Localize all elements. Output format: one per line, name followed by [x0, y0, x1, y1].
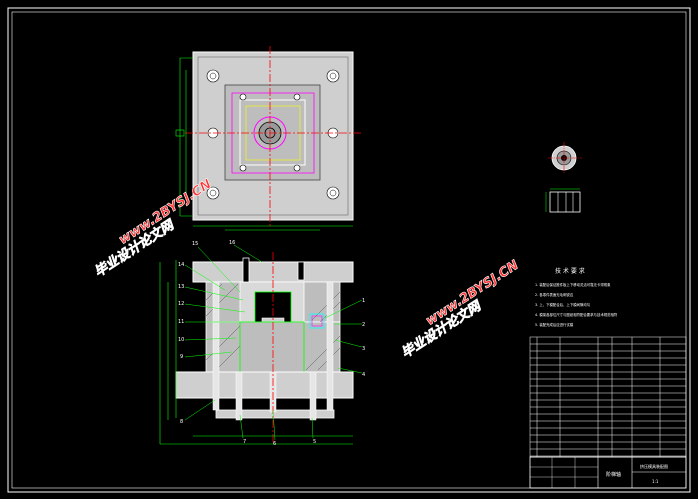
part-detail-view [545, 142, 582, 213]
part-label: 9 [180, 354, 183, 360]
part-label: 5 [313, 439, 316, 445]
part-label: 16 [229, 240, 235, 246]
drawing-subtitle: 挤压模具装配图 [640, 463, 668, 469]
part-label: 15 [192, 241, 198, 247]
top-view [175, 46, 362, 231]
requirement-item: 3. 上、下模配合后、上下模间隙均匀 [535, 302, 591, 307]
part-label: 14 [178, 262, 184, 268]
part-label: 8 [180, 419, 183, 425]
part-label: 3 [362, 346, 365, 352]
title-block: 阶梯轴 挤压模具装配图 1:1 [529, 456, 687, 489]
part-label: 2 [362, 322, 365, 328]
requirement-item: 4. 模架各部位尺寸与图纸相符配合要求与技术规范相符 [535, 312, 618, 317]
part-label: 13 [178, 284, 184, 290]
part-label: 1 [362, 298, 365, 304]
part-label: 12 [178, 301, 184, 307]
bom-table [529, 336, 687, 458]
requirement-item: 2. 各零件表面无毛刺锐边 [535, 292, 574, 297]
part-label: 4 [362, 372, 365, 378]
part-label: 6 [273, 441, 276, 447]
drawing-sheet: 1:1 [652, 479, 659, 484]
part-label: 7 [243, 439, 246, 445]
front-section-view: 15 16 14 13 12 11 10 9 8 7 6 5 4 3 2 1 [159, 240, 365, 447]
technical-requirements: 技 术 要 求 1. 装配后保证推件板上下移动灵活可靠无卡滞现象 2. 各零件表… [535, 267, 618, 327]
requirement-item: 1. 装配后保证推件板上下移动灵活可靠无卡滞现象 [535, 282, 611, 287]
drawing-frame [11, 11, 687, 489]
requirement-item: 5. 装配完成后应进行试模 [535, 322, 574, 327]
part-label: 11 [178, 319, 184, 325]
sheet-border [7, 7, 691, 493]
watermark-right: 毕业设计论文网 www.2BYSJ.CN [398, 258, 522, 362]
requirements-title: 技 术 要 求 [555, 267, 585, 275]
drawing-name: 阶梯轴 [606, 471, 621, 478]
part-label: 10 [178, 337, 184, 343]
